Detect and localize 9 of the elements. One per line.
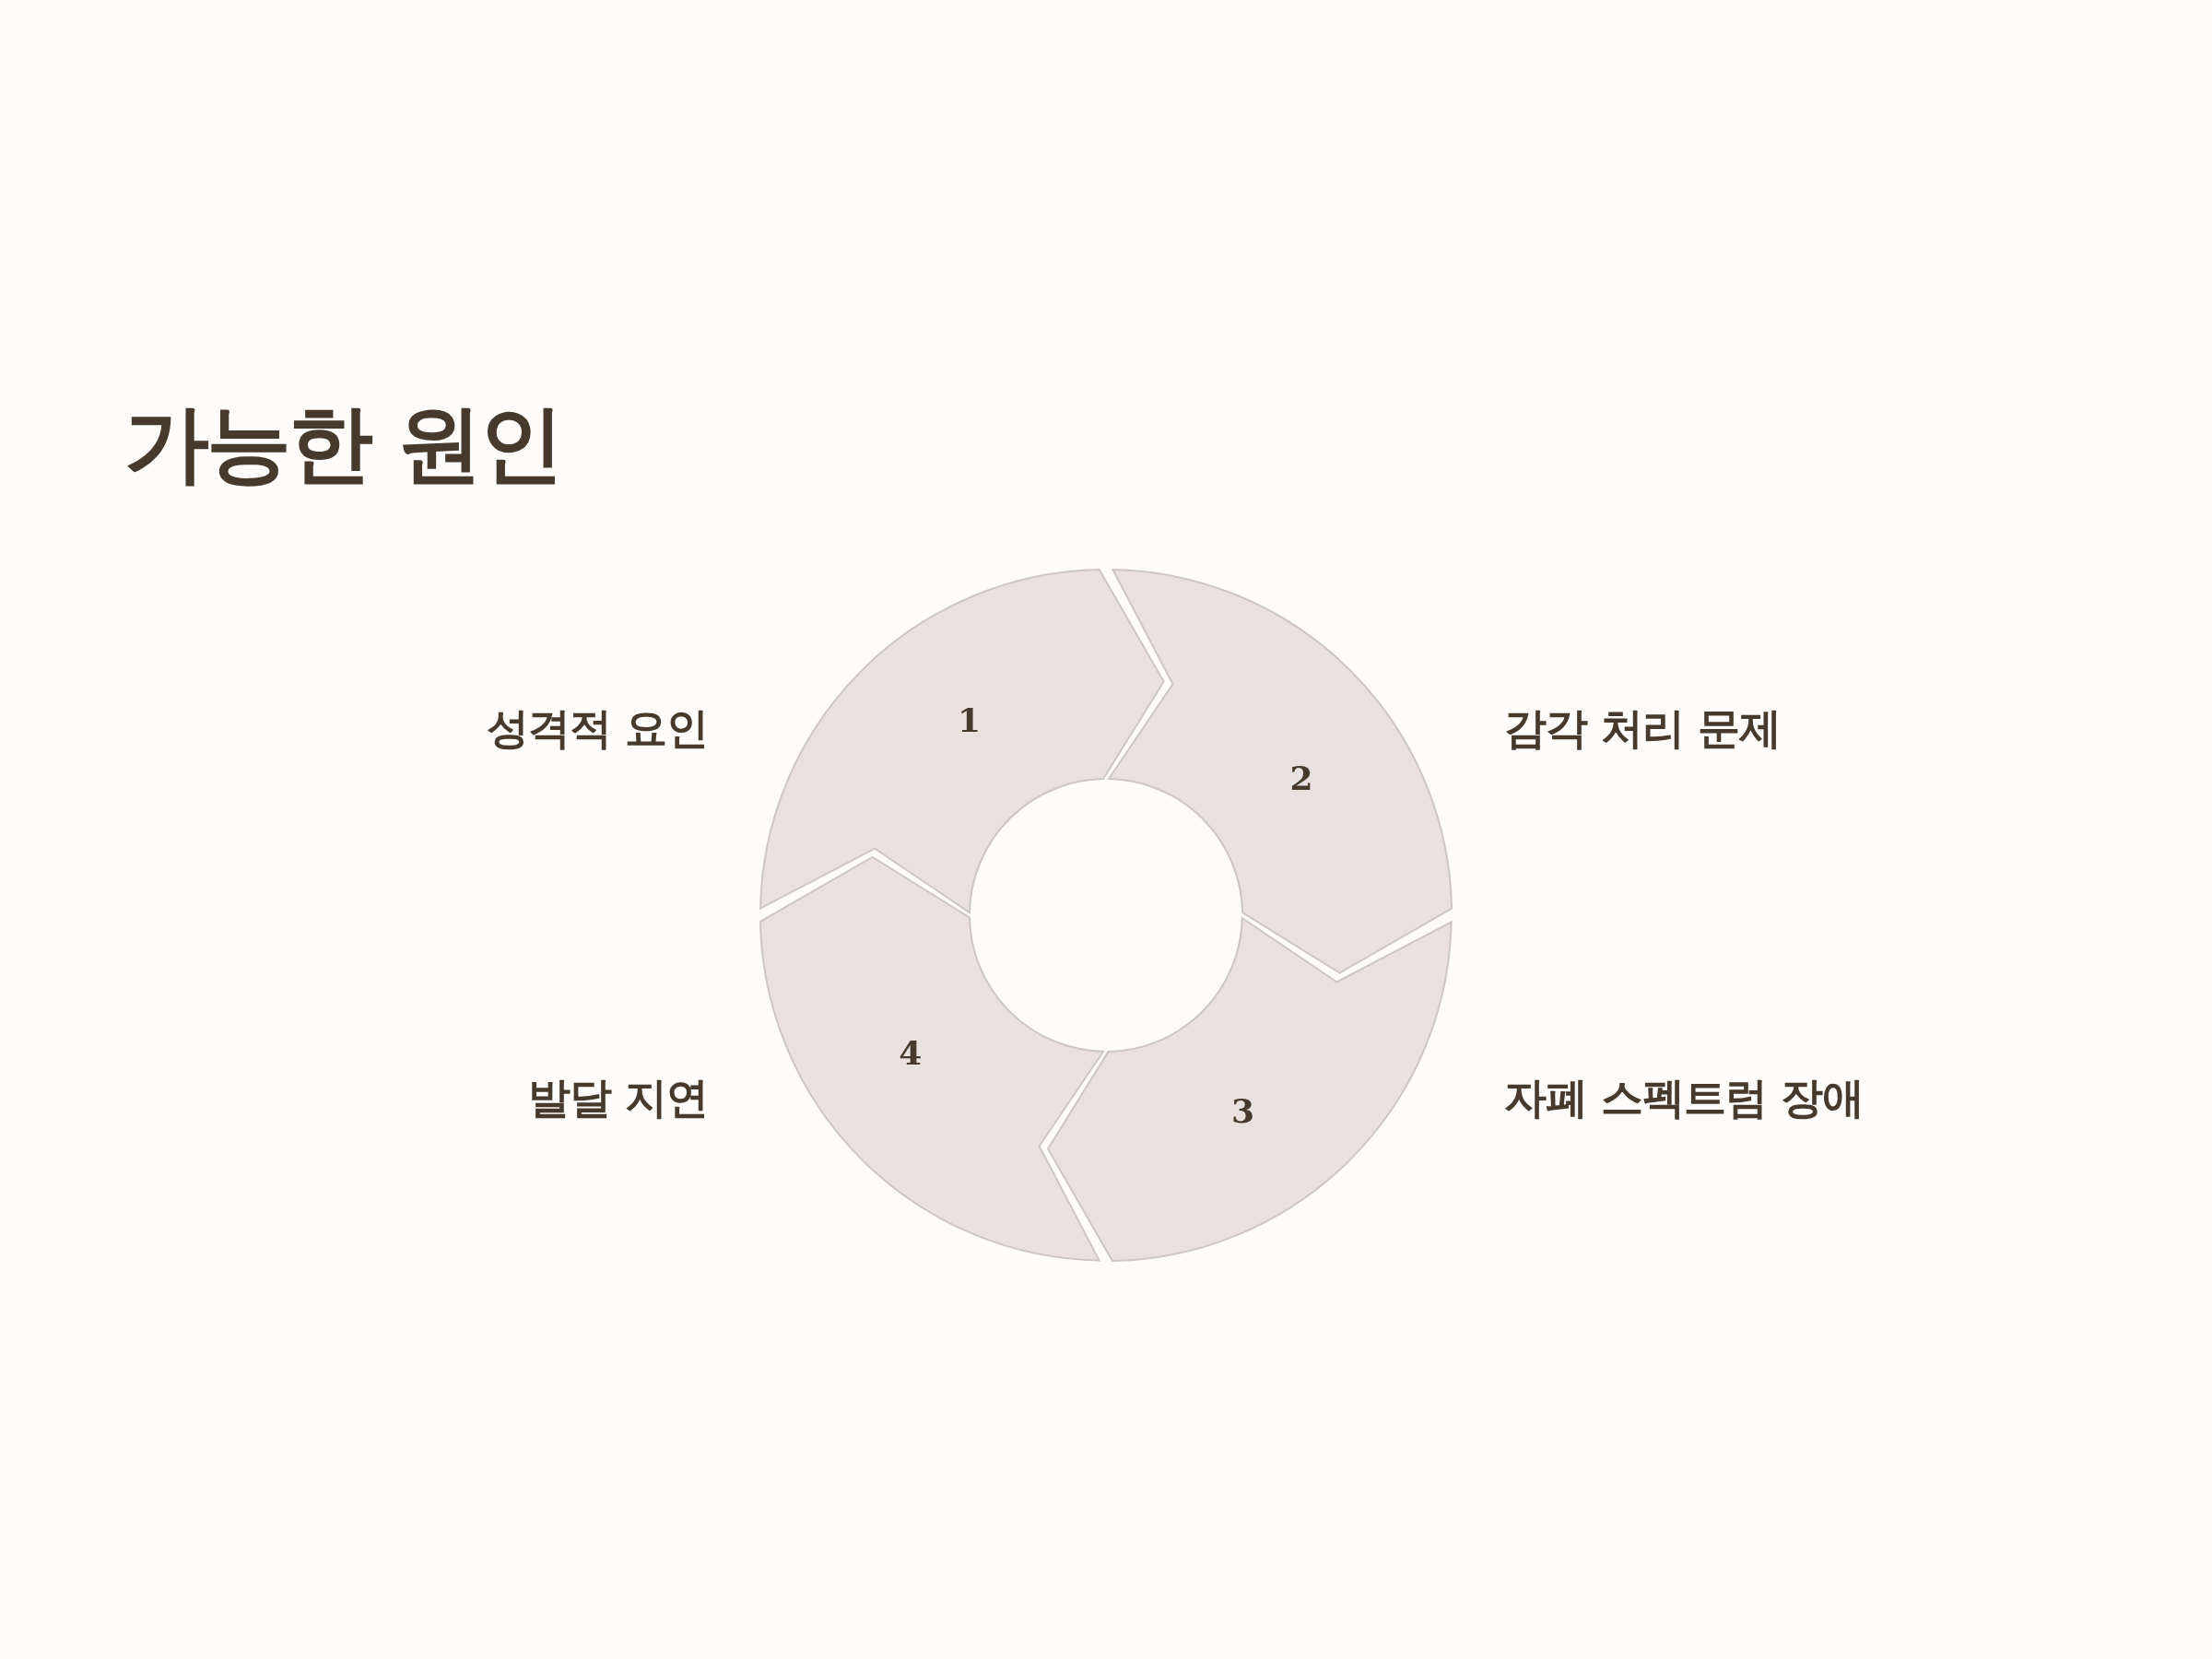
step-number: 2: [1289, 759, 1313, 798]
step-number: 3: [1231, 1091, 1255, 1131]
cause-label: 발달 지연: [527, 1072, 708, 1124]
step-number: 4: [899, 1032, 923, 1072]
cause-label: 자폐 스펙트럼 장애: [1504, 1072, 1864, 1124]
slide-title: 가능한 원인: [124, 394, 562, 495]
cause-label: 성격적 요인: [487, 702, 708, 755]
step-number: 1: [957, 700, 981, 739]
cause-label: 감각 처리 문제: [1504, 702, 1781, 755]
